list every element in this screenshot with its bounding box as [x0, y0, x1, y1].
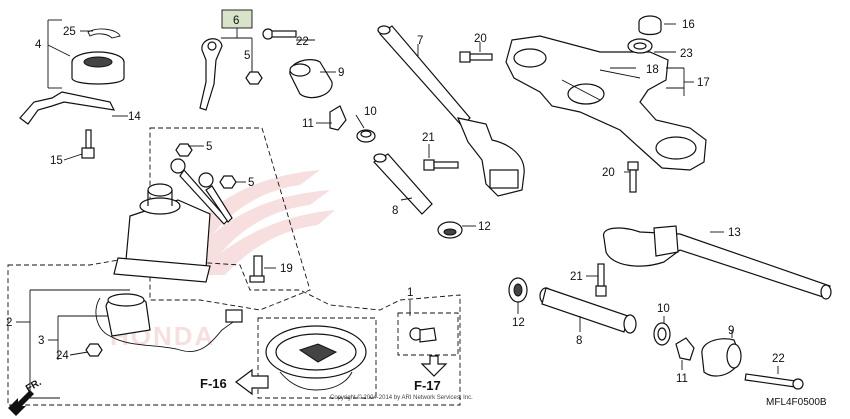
callout-21-right: 21 [570, 271, 583, 283]
callout-11-bottom: 11 [676, 373, 688, 385]
callout-labels: 25 4 14 15 6 5 22 9 11 10 5 5 7 20 21 8 … [6, 15, 785, 385]
callout-20-top: 20 [474, 33, 487, 45]
callout-12-top: 12 [478, 221, 491, 233]
callout-24: 24 [56, 350, 69, 362]
part-top-bridge[interactable] [505, 35, 707, 171]
assembly-frame [7, 257, 461, 406]
part-bracket[interactable] [19, 91, 116, 125]
part-gear-12-top[interactable] [437, 221, 463, 239]
callout-2: 2 [6, 317, 12, 329]
part-right-handlebar[interactable] [603, 225, 832, 300]
callout-25: 25 [63, 26, 76, 38]
callout-6: 6 [233, 15, 239, 27]
callout-4: 4 [35, 39, 42, 51]
ref-label-f17[interactable]: F-17 [414, 378, 441, 393]
part-key-cover[interactable] [71, 28, 125, 85]
ignition-switch-frame [149, 127, 311, 311]
callout-5-a: 5 [206, 141, 212, 153]
arrow-f16[interactable] [235, 368, 269, 396]
part-sensor-3[interactable] [105, 293, 151, 337]
callout-1: 1 [407, 287, 413, 299]
part-washer-23[interactable] [627, 38, 653, 54]
callout-16: 16 [682, 19, 695, 31]
part-switch-9-bottom[interactable] [701, 338, 742, 377]
part-gear-12-bottom[interactable] [508, 277, 528, 303]
part-cap-16[interactable] [638, 15, 662, 36]
arrow-f17[interactable] [420, 355, 448, 377]
diagram-code: MFL4F0500B [766, 397, 827, 408]
front-direction-arrow: FR. [8, 377, 44, 416]
callout-20-right: 20 [602, 167, 615, 179]
part-nut-5-a[interactable] [175, 143, 193, 157]
part-bolt-21-top[interactable] [423, 159, 459, 171]
part-screw-24[interactable] [85, 343, 103, 357]
callout-8-bottom: 8 [576, 335, 582, 347]
part-screw-22-top[interactable] [262, 28, 297, 40]
callout-12-bottom: 12 [512, 317, 525, 329]
part-weight-8-top[interactable] [373, 153, 433, 215]
callout-8-top: 8 [392, 205, 398, 217]
part-key-pair[interactable] [170, 158, 233, 225]
part-bolt-15[interactable] [81, 129, 95, 159]
part-screw-22-bottom[interactable] [744, 373, 804, 390]
part-nut-5-b[interactable] [219, 175, 237, 189]
callout-3: 3 [38, 335, 44, 347]
callout-22-bottom: 22 [772, 353, 785, 365]
callout-15: 15 [50, 155, 63, 167]
callout-5-b: 5 [248, 177, 254, 189]
part-bolt-21-right[interactable] [595, 263, 607, 297]
part-key[interactable] [199, 38, 223, 111]
callout-18: 18 [646, 64, 659, 76]
ref-label-f16[interactable]: F-16 [200, 376, 227, 391]
callout-9-bottom: 9 [728, 325, 734, 337]
part-fuel-cap[interactable] [265, 325, 367, 391]
callout-11-top: 11 [302, 118, 314, 130]
part-bolt-20-right[interactable] [627, 161, 639, 193]
callout-17: 17 [697, 77, 710, 89]
copyright-notice: Copyright © 2004-2014 by ARI Network Ser… [330, 394, 473, 401]
part-nut-5-top[interactable] [245, 71, 263, 85]
fuel-cap-frame [257, 317, 377, 399]
callout-14: 14 [128, 111, 141, 123]
part-bolt-20-top[interactable] [459, 51, 493, 63]
part-bushing-10-top[interactable] [356, 129, 376, 143]
part-bolt-19[interactable] [249, 255, 265, 283]
callout-5-top: 5 [244, 50, 250, 62]
part-ignition-switch[interactable] [113, 183, 211, 283]
wire-harness [95, 297, 241, 352]
part-bushing-10-bottom[interactable] [653, 322, 671, 346]
part-clip-11-bottom[interactable] [675, 337, 695, 361]
fr-label: FR. [24, 377, 44, 395]
callout-21-top: 21 [422, 132, 435, 144]
callout-10-bottom: 10 [657, 303, 670, 315]
part-weight-8-bottom[interactable] [539, 287, 637, 334]
callout-22-top: 22 [296, 36, 309, 48]
callout-19: 19 [280, 263, 293, 275]
connector[interactable] [225, 309, 243, 323]
part-switch-9-top[interactable] [289, 59, 333, 99]
callout-9-top: 9 [338, 67, 344, 79]
callout-10-top: 10 [364, 106, 377, 118]
part-seat-lock[interactable] [409, 327, 437, 343]
callout-7: 7 [417, 35, 423, 47]
seat-lock-frame [397, 312, 459, 356]
callout-13: 13 [728, 227, 741, 239]
part-left-handlebar[interactable] [377, 25, 525, 197]
callout-23: 23 [680, 48, 693, 60]
part-clip-11-top[interactable] [329, 105, 347, 131]
